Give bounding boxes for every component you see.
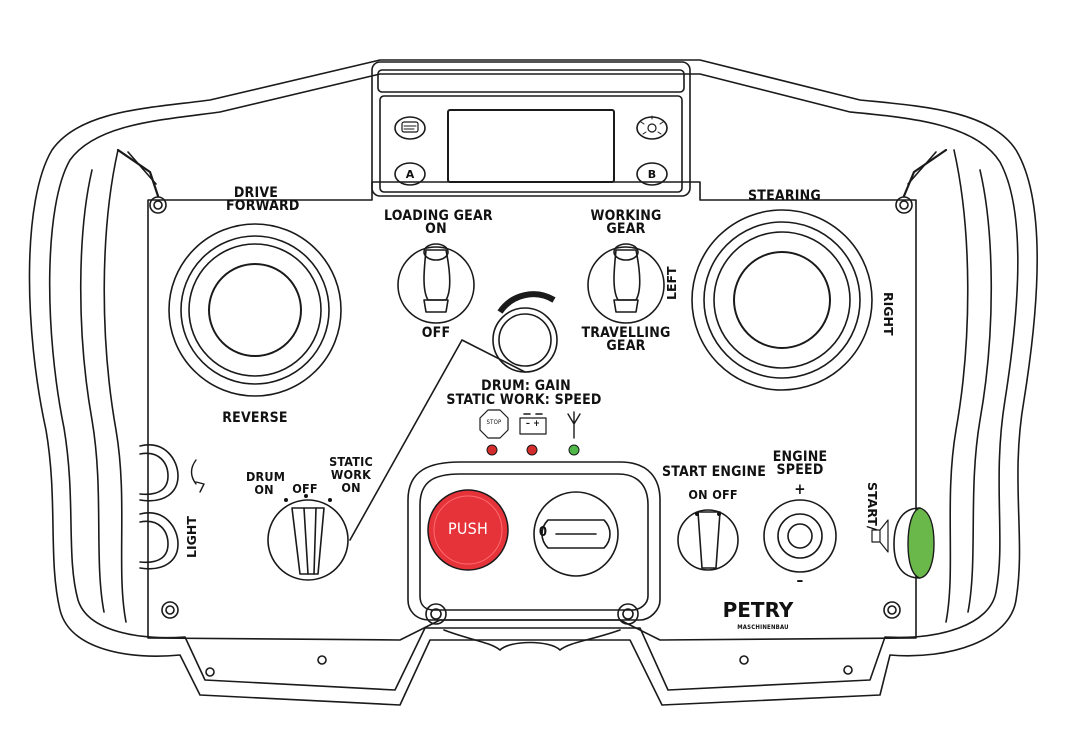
drum-gain-dial[interactable]: [493, 308, 557, 372]
housing-inner: [48, 73, 1019, 691]
right-label: RIGHT: [881, 292, 896, 336]
stearing-label: STEARING: [748, 188, 821, 204]
loading-gear-switch-base: [397, 246, 475, 324]
drum-selector-switch: [267, 499, 349, 581]
stop-icon-label: STOP: [486, 419, 502, 426]
antenna-led: [568, 444, 580, 456]
display-light-button[interactable]: [637, 117, 667, 139]
display-button-b: [636, 162, 668, 186]
display-screen: [447, 109, 615, 183]
display-button-menu: [394, 116, 426, 140]
key-zero-label: 0: [538, 525, 548, 540]
antenna-icon: [567, 411, 581, 439]
grip-left: [79, 149, 127, 623]
housing-outer: [28, 59, 1039, 706]
reverse-label: REVERSE: [222, 410, 288, 426]
svg-text:B: B: [648, 168, 656, 181]
steering-joystick[interactable]: [692, 210, 872, 390]
engine-speed-button: [763, 499, 837, 573]
start-button: [907, 507, 935, 579]
display-b-button[interactable]: [637, 163, 667, 185]
working-gear-toggle[interactable]: [588, 247, 664, 323]
battery-icon-label: – +: [525, 419, 541, 429]
loading-gear-off-label: OFF: [421, 325, 451, 341]
display-housing: [371, 61, 691, 197]
estop-housing: [407, 461, 661, 621]
start-engine-switch: [677, 509, 739, 571]
loading-gear-toggle[interactable]: [398, 247, 474, 323]
start-engine-on-label: ON: [688, 487, 708, 502]
static-work-speed-label: STATIC WORK: SPEED: [446, 392, 602, 408]
start-engine-off-label: OFF: [712, 487, 738, 502]
engine-speed-plus: +: [794, 480, 806, 498]
light-button: [139, 512, 179, 570]
display-a-button[interactable]: [395, 163, 425, 185]
steering-joystick-knob: [733, 251, 831, 349]
grip-right: [945, 149, 993, 623]
start-engine-label: START ENGINE: [662, 464, 767, 480]
key-switch: [533, 491, 619, 577]
engine-speed-minus: –: [796, 571, 804, 589]
push-button: [427, 489, 509, 571]
svg-text:A: A: [406, 168, 415, 181]
push-label: PUSH: [448, 519, 488, 538]
battery-led: [526, 444, 538, 456]
start-engine-toggle[interactable]: [678, 510, 738, 570]
horn-icon: [871, 519, 889, 553]
drive-joystick[interactable]: [169, 224, 341, 396]
brand-subtitle: MASCHINENBAU: [737, 624, 789, 631]
drum-mode-selector[interactable]: [268, 500, 348, 580]
display-button-a: [394, 162, 426, 186]
battery-icon: [519, 417, 547, 435]
drum-gain-label: DRUM: GAIN: [481, 378, 571, 394]
start-label: START/: [865, 482, 880, 531]
rotate-button: [139, 444, 179, 502]
working-gear-switch-base: [587, 246, 665, 324]
steering-joystick-outer: [691, 209, 873, 391]
stop-icon: [479, 409, 509, 439]
rotate-side-button[interactable]: [140, 442, 180, 504]
engine-speed-control[interactable]: [764, 500, 836, 572]
light-label: LIGHT: [184, 516, 199, 558]
drive-joystick-outer: [168, 223, 342, 397]
light-side-button[interactable]: [140, 510, 180, 572]
brand-logo: PETRY: [722, 598, 794, 622]
stop-led: [486, 444, 498, 456]
left-label: LEFT: [664, 266, 679, 300]
emergency-stop-button[interactable]: [428, 490, 508, 570]
start-horn-button[interactable]: [906, 506, 936, 580]
display-menu-button[interactable]: [395, 117, 425, 139]
drum-off-label: OFF: [292, 481, 318, 496]
drive-joystick-knob: [208, 263, 302, 357]
key-switch-control[interactable]: [534, 492, 618, 576]
